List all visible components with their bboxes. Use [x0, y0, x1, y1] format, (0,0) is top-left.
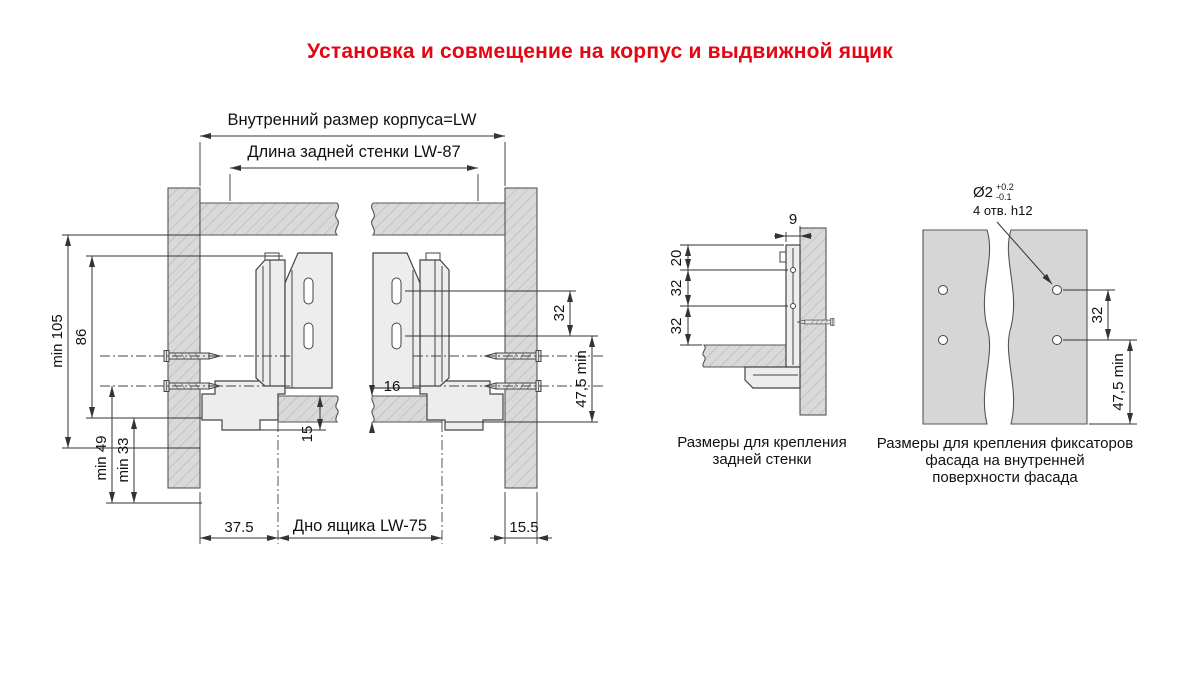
- back-wall-section-right: [371, 202, 506, 236]
- page-title: Установка и совмещение на корпус и выдви…: [307, 40, 893, 63]
- hole-diameter-label: Ø2: [973, 184, 993, 201]
- dim-47-5-label: 47,5 min: [1110, 353, 1127, 411]
- dim-20-label: 20: [668, 250, 685, 267]
- drawer-bottom-section: [702, 344, 787, 368]
- facade-panel-left-part: [922, 229, 991, 425]
- center-axis-lines: [100, 355, 605, 544]
- dim-15-5-label: 15.5: [509, 519, 538, 536]
- dim-min49-label: min 49: [93, 435, 110, 480]
- facade-caption-line1: Размеры для крепления фиксаторов: [877, 435, 1133, 452]
- facade-caption-line3: поверхности фасада: [932, 469, 1078, 486]
- dim-bottom-panel-label: Дно ящика LW-75: [293, 517, 427, 535]
- back-wall-section-left: [199, 202, 339, 236]
- dim-86-label: 86: [73, 329, 90, 346]
- facade-fixing-view: Ø2 +0.2 -0.1 4 отв. h12 32 47,5 min Разм…: [877, 182, 1137, 486]
- extension-lines: [62, 142, 598, 544]
- facade-panel-right-part: [1007, 229, 1088, 425]
- hole-leader-line: [996, 221, 1053, 285]
- dim-32-right-label: 32: [551, 305, 568, 322]
- dim-37-5-label: 37.5: [224, 519, 253, 536]
- facade-caption-line2: фасада на внутренней: [925, 452, 1084, 469]
- dim-9-label: 9: [789, 211, 797, 228]
- drawer-bottom-section-left: [277, 395, 339, 423]
- dimension-lines: [65, 133, 595, 541]
- dimension-lines: [685, 233, 812, 345]
- dim-32a-label: 32: [668, 280, 685, 297]
- dim-32b-label: 32: [668, 318, 685, 335]
- dim-32-label: 32: [1089, 307, 1106, 324]
- cabinet-side-panel-left: [167, 187, 201, 489]
- cabinet-side-panel-right: [504, 187, 538, 489]
- drawer-side-profile-left: [201, 252, 333, 431]
- hole-tolerance-upper: +0.2: [996, 182, 1014, 192]
- back-wall-fixing-view: 9 20 32 32 Размеры для крепления задней …: [668, 211, 847, 468]
- back-wall-caption-line1: Размеры для крепления: [677, 434, 847, 451]
- hole-tolerance-lower: -0.1: [996, 192, 1012, 202]
- dim-47-5-right-label: 47,5 min: [573, 350, 590, 408]
- dim-min105-label: min 105: [49, 314, 66, 367]
- dimension-lines: [1105, 290, 1133, 424]
- dim-inner-width-label: Внутренний размер корпуса=LW: [228, 111, 477, 129]
- main-section-view: Внутренний размер корпуса=LW Длина задне…: [49, 111, 605, 544]
- dim-back-wall-length-label: Длина задней стенки LW-87: [247, 143, 460, 161]
- back-wall-caption-line2: задней стенки: [713, 451, 812, 468]
- drawer-bottom-section-right: [371, 395, 443, 423]
- hole-count-label: 4 отв. h12: [973, 203, 1033, 218]
- dim-16-label: 16: [384, 378, 401, 395]
- back-bracket-profile: [744, 244, 801, 389]
- dim-min33-label: min 33: [115, 437, 132, 482]
- fixing-holes: [938, 285, 1062, 345]
- extension-lines: [680, 226, 801, 346]
- dim-15-label: 15: [299, 426, 316, 443]
